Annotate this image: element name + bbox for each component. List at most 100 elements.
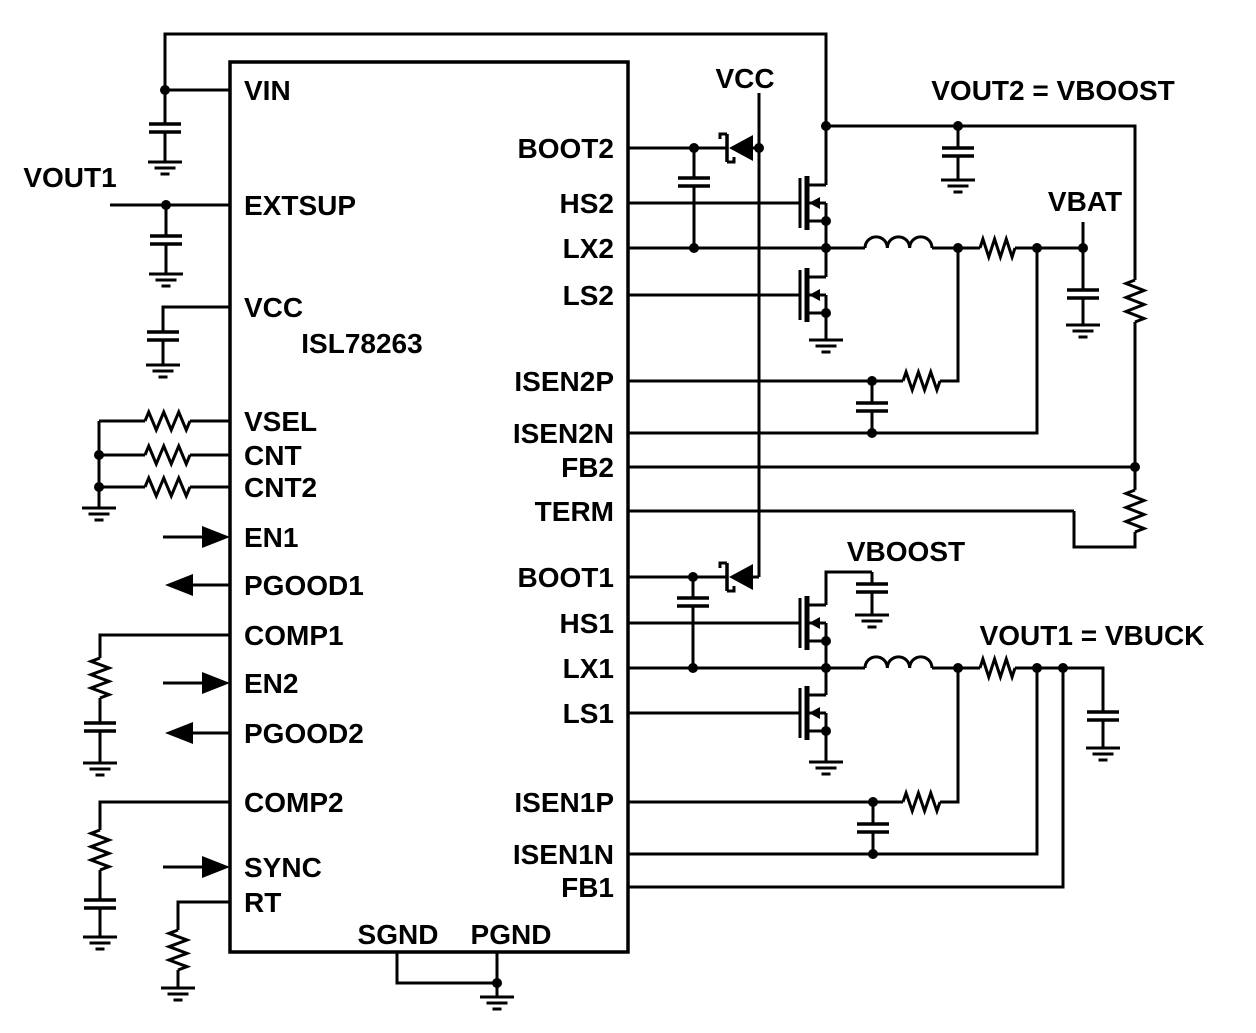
inductor xyxy=(863,655,934,669)
resistor xyxy=(1121,488,1149,534)
junction-dot xyxy=(689,143,699,153)
pin-label-comp1: COMP1 xyxy=(244,620,344,651)
wire xyxy=(628,248,1039,435)
wire xyxy=(940,668,960,804)
boot2-schottky-diode xyxy=(727,157,736,164)
wire xyxy=(176,900,230,930)
junction-dot xyxy=(821,636,831,646)
junction-dot xyxy=(953,663,963,673)
junction-dot xyxy=(1032,243,1042,253)
junction-dot xyxy=(689,243,699,253)
resistor xyxy=(901,367,942,395)
boot1-schottky-diode xyxy=(727,586,736,593)
mosfet-body-arrow-icon xyxy=(809,197,820,209)
resistor xyxy=(143,474,192,500)
junction-dot xyxy=(94,450,104,460)
junction-dot xyxy=(868,797,878,807)
junction-dot xyxy=(94,482,104,492)
pin-label-lx2: LX2 xyxy=(563,233,614,264)
pgood1-output-arrow xyxy=(165,574,193,596)
wire xyxy=(940,248,960,383)
junction-dot xyxy=(821,663,831,673)
wire xyxy=(628,668,1065,889)
junction-dot xyxy=(821,121,831,131)
pin-label-pgood2: PGOOD2 xyxy=(244,718,364,749)
pin-label-ls2: LS2 xyxy=(563,280,614,311)
wire xyxy=(161,305,230,332)
resistor xyxy=(978,234,1017,262)
sync-input-arrow xyxy=(202,856,230,878)
junction-dot xyxy=(867,428,877,438)
pin-label-lx1: LX1 xyxy=(563,653,614,684)
resistor xyxy=(86,656,114,700)
wire xyxy=(163,32,828,185)
pin-label-extsup: EXTSUP xyxy=(244,190,356,221)
pin-label-isen1p: ISEN1P xyxy=(514,787,614,818)
net-label: VOUT1 xyxy=(23,162,116,193)
pin-label-isen1n: ISEN1N xyxy=(513,839,614,870)
boot2-schottky-diode xyxy=(718,132,727,139)
wire xyxy=(826,124,1137,280)
wire xyxy=(395,952,497,985)
junction-dot xyxy=(821,726,831,736)
pin-label-pgood1: PGOOD1 xyxy=(244,570,364,601)
resistor xyxy=(143,408,192,434)
pin-label-hs2: HS2 xyxy=(560,188,614,219)
pin-label-en1: EN1 xyxy=(244,522,298,553)
mosfet-body-arrow-icon xyxy=(809,289,820,301)
boot1-schottky-diode xyxy=(718,561,727,568)
wire xyxy=(1072,511,1137,549)
junction-dot xyxy=(492,978,502,988)
pin-label-boot2: BOOT2 xyxy=(518,133,614,164)
net-label: VCC xyxy=(715,63,774,94)
boot2-schottky-diode xyxy=(729,135,753,161)
ic-body xyxy=(228,60,630,954)
resistor xyxy=(901,788,942,816)
resistor xyxy=(978,654,1017,682)
pin-label-fb2: FB2 xyxy=(561,452,614,483)
pin-label-term: TERM xyxy=(535,496,614,527)
wire xyxy=(628,668,1039,856)
pin-label-ls1: LS1 xyxy=(563,698,614,729)
net-label: VOUT1 = VBUCK xyxy=(980,620,1205,651)
chip-name: ISL78263 xyxy=(301,328,422,359)
pin-label-sync: SYNC xyxy=(244,852,322,883)
en2-input-arrow xyxy=(202,672,230,694)
pin-label-isen2n: ISEN2N xyxy=(513,418,614,449)
junction-dot xyxy=(161,200,171,210)
junction-dot xyxy=(160,85,170,95)
pin-label-isen2p: ISEN2P xyxy=(514,366,614,397)
junction-dot xyxy=(821,216,831,226)
mosfet-body-arrow-icon xyxy=(809,707,820,719)
wire xyxy=(98,633,230,658)
junction-dot xyxy=(1078,243,1088,253)
pin-label-vin: VIN xyxy=(244,75,291,106)
pin-label-hs1: HS1 xyxy=(560,608,614,639)
resistor xyxy=(143,442,192,468)
wire xyxy=(98,800,230,830)
pin-label-rt: RT xyxy=(244,887,281,918)
pgood2-output-arrow xyxy=(165,722,193,744)
junction-dot xyxy=(953,121,963,131)
junction-dot xyxy=(867,376,877,386)
resistor xyxy=(86,828,114,872)
net-label: VBAT xyxy=(1048,186,1122,217)
pin-label-vsel: VSEL xyxy=(244,406,317,437)
pin-label-vcc: VCC xyxy=(244,292,303,323)
junction-dot xyxy=(953,243,963,253)
pin-label-en2: EN2 xyxy=(244,668,298,699)
en1-input-arrow xyxy=(202,526,230,548)
net-label: VOUT2 = VBOOST xyxy=(931,75,1175,106)
pin-label-cnt: CNT xyxy=(244,440,302,471)
junction-dot xyxy=(821,243,831,253)
pin-label-sgnd: SGND xyxy=(358,919,439,950)
junction-dot xyxy=(868,849,878,859)
pin-label-pgnd: PGND xyxy=(471,919,552,950)
junction-dot xyxy=(1058,663,1068,673)
pin-label-fb1: FB1 xyxy=(561,872,614,903)
boot1-schottky-diode xyxy=(729,564,753,590)
pin-label-comp2: COMP2 xyxy=(244,787,344,818)
junction-dot xyxy=(688,663,698,673)
